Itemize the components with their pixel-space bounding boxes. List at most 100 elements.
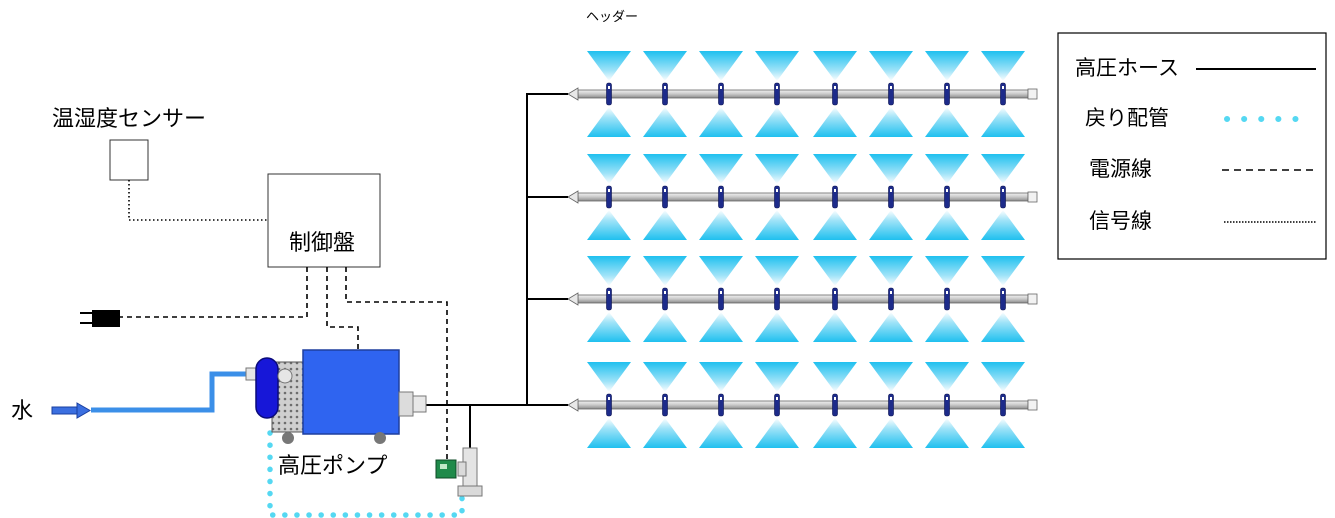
mist-nozzle: [1000, 287, 1006, 311]
spray-lower: [699, 107, 743, 137]
mist-nozzle: [944, 82, 950, 106]
header-end-cap: [1027, 399, 1038, 411]
spray-upper: [813, 256, 857, 286]
header-row: [567, 256, 1038, 342]
water-arrow-icon: [51, 402, 92, 419]
spray-lower: [925, 210, 969, 240]
mist-nozzle: [718, 287, 724, 311]
spray-upper: [699, 154, 743, 184]
mist-nozzle: [832, 287, 838, 311]
spray-upper: [925, 154, 969, 184]
spray-upper: [755, 362, 799, 392]
spray-lower: [587, 107, 631, 137]
spray-upper: [587, 154, 631, 184]
mist-nozzle: [1000, 82, 1006, 106]
spray-lower: [981, 210, 1025, 240]
spray-upper: [699, 362, 743, 392]
mist-nozzle: [774, 393, 780, 417]
spray-upper: [981, 256, 1025, 286]
spray-upper: [813, 51, 857, 81]
mist-nozzle: [718, 393, 724, 417]
spray-lower: [699, 210, 743, 240]
mist-nozzle: [1000, 393, 1006, 417]
spray-lower: [981, 418, 1025, 448]
legend-label-power: 電源線: [1089, 157, 1152, 181]
header-pipe: [577, 400, 1029, 410]
spray-lower: [643, 107, 687, 137]
spray-lower: [813, 418, 857, 448]
legend-label-signal: 信号線: [1089, 209, 1152, 233]
sensor-label: 温湿度センサー: [52, 107, 207, 132]
mist-nozzle: [888, 287, 894, 311]
mist-nozzle: [774, 82, 780, 106]
mist-nozzle: [662, 393, 668, 417]
power-lines: [120, 267, 448, 460]
header-end-cap: [1027, 88, 1038, 100]
spray-upper: [643, 362, 687, 392]
spray-upper: [643, 256, 687, 286]
spray-upper: [699, 51, 743, 81]
control-panel-label: 制御盤: [289, 231, 356, 256]
header-pipe: [577, 89, 1029, 99]
mist-nozzle: [606, 287, 612, 311]
header-feed-line: [425, 93, 568, 448]
header-pipe: [577, 294, 1029, 304]
mist-nozzle: [606, 82, 612, 106]
mist-nozzle: [662, 287, 668, 311]
spray-upper: [643, 154, 687, 184]
spray-lower: [587, 210, 631, 240]
sensor-signal-line: [128, 180, 268, 221]
header-inlet-fitting: [567, 292, 579, 306]
header-row: [567, 362, 1038, 448]
control-panel-box: [267, 173, 381, 268]
mist-nozzle: [718, 82, 724, 106]
mist-nozzle: [606, 185, 612, 209]
spray-upper: [925, 51, 969, 81]
spray-lower: [869, 418, 913, 448]
spray-lower: [643, 210, 687, 240]
spray-upper: [981, 154, 1025, 184]
spray-upper: [813, 154, 857, 184]
mist-nozzle: [832, 185, 838, 209]
spray-lower: [869, 210, 913, 240]
mist-nozzle: [944, 393, 950, 417]
header-row: [567, 154, 1038, 240]
spray-lower: [869, 107, 913, 137]
spray-lower: [925, 312, 969, 342]
power-plug-icon: [80, 310, 120, 327]
spray-upper: [981, 362, 1025, 392]
spray-lower: [755, 418, 799, 448]
header-inlet-fitting: [567, 190, 579, 204]
mist-nozzle: [606, 393, 612, 417]
spray-lower: [813, 312, 857, 342]
pump-label: 高圧ポンプ: [278, 454, 388, 479]
spray-upper: [587, 362, 631, 392]
spray-lower: [869, 312, 913, 342]
legend-label-return: 戻り配管: [1085, 106, 1169, 130]
spray-upper: [869, 51, 913, 81]
spray-lower: [755, 210, 799, 240]
spray-upper: [699, 256, 743, 286]
spray-upper: [643, 51, 687, 81]
mist-nozzle: [944, 287, 950, 311]
spray-lower: [587, 312, 631, 342]
sensor-box: [109, 139, 149, 181]
water-label: 水: [11, 399, 34, 424]
mist-nozzle: [888, 185, 894, 209]
spray-upper: [981, 51, 1025, 81]
spray-lower: [755, 312, 799, 342]
spray-upper: [925, 256, 969, 286]
spray-upper: [587, 256, 631, 286]
spray-upper: [813, 362, 857, 392]
spray-lower: [981, 312, 1025, 342]
legend-label-hose: 高圧ホース: [1075, 56, 1179, 80]
header-inlet-fitting: [567, 398, 579, 412]
mist-nozzle: [832, 393, 838, 417]
header-inlet-fitting: [567, 87, 579, 101]
mist-nozzle: [944, 185, 950, 209]
mist-nozzle: [662, 82, 668, 106]
header-manifold-group: [567, 51, 1038, 448]
spray-upper: [869, 256, 913, 286]
header-end-cap: [1027, 191, 1038, 203]
